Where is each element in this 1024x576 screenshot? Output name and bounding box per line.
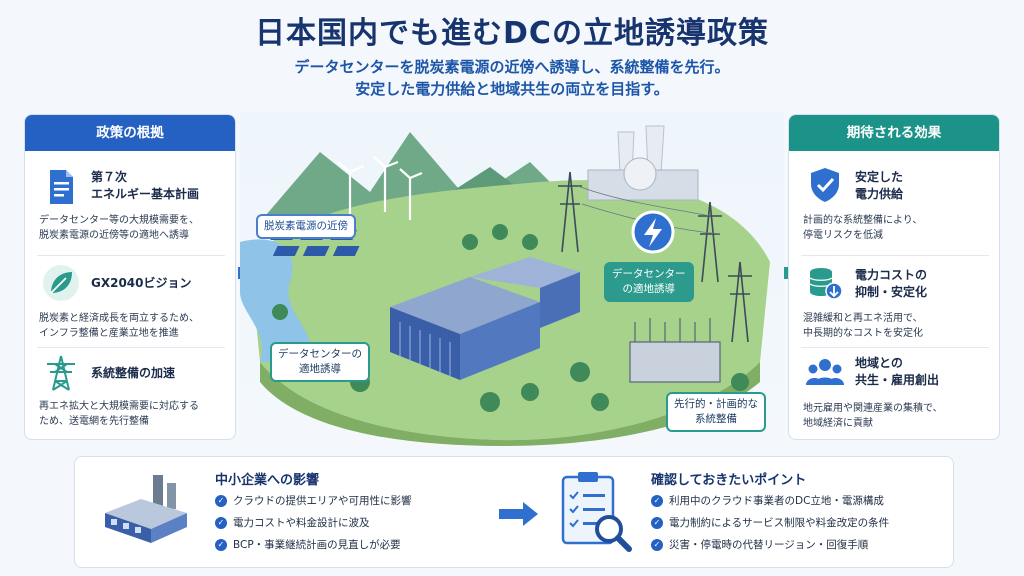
check-icon: ✓	[215, 495, 227, 507]
desc-line: ため、送電網を先行整備	[39, 416, 149, 427]
impact-item: ✓ クラウドの提供エリアや可用性に影響	[215, 493, 412, 509]
effect-item-title: 地域との 共生・雇用創出	[855, 355, 939, 389]
data-center-buildings	[390, 257, 580, 380]
title-line: 抑制・安定化	[855, 285, 928, 299]
impact-item-text: クラウドの提供エリアや可用性に影響	[233, 495, 412, 507]
impact-item-text: BCP・事業継続計画の見直しが必要	[233, 539, 401, 551]
effect-item-desc: 混雑緩和と再エネ活用で、 中長期的なコストを安定化	[803, 311, 995, 341]
wind-turbines	[337, 156, 423, 222]
title-line: 電力コストの	[855, 268, 928, 282]
impact-heading: 中小企業への影響	[215, 473, 320, 488]
callout-line: 先行的・計画的な	[674, 398, 758, 410]
callout-decarbonized-power: 脱炭素電源の近傍	[256, 214, 356, 239]
divider	[801, 255, 989, 256]
subtitle-line-2: 安定した電力供給と地域共生の両立を目指す。	[355, 80, 669, 98]
lightning-badge	[631, 210, 675, 254]
leaf-icon	[43, 265, 79, 301]
callout-dc-site-guidance-lower: データセンターの 適地誘導	[270, 342, 370, 382]
effect-item-desc: 計画的な系統整備により、 停電リスクを低減	[803, 213, 995, 243]
shield-check-icon	[811, 168, 839, 202]
callout-line: の適地誘導	[622, 283, 676, 295]
coins-icon	[809, 268, 843, 300]
factory-icon	[105, 475, 187, 543]
check-icon: ✓	[651, 495, 663, 507]
policy-item-title: GX2040ビジョン	[91, 276, 192, 290]
people-icon	[806, 359, 844, 385]
checkpoint-item: ✓ 電力制約によるサービス制限や料金改定の条件	[651, 515, 889, 531]
policy-item-desc: 脱炭素と経済成長を両立するため、 インフラ整備と産業立地を推進	[39, 311, 231, 341]
policy-item-desc: 再エネ拡大と大規模需要に対応する ため、送電網を先行整備	[39, 399, 231, 429]
callout-line: データセンター	[612, 268, 686, 280]
page-title: 日本国内でも進むDCの立地誘導政策	[255, 16, 769, 51]
transmission-pylons	[558, 171, 752, 343]
callout-dc-site-guidance-upper: データセンター の適地誘導	[604, 262, 694, 302]
subtitle-line-1: データセンターを脱炭素電源の近傍へ誘導し、系統整備を先行。	[294, 58, 730, 76]
desc-line: 脱炭素電源の近傍等の適地へ誘導	[39, 230, 189, 241]
effect-item-title: 電力コストの 抑制・安定化	[855, 267, 927, 301]
policy-basis-panel: 政策の根拠 第７次 エネルギー基本計画 データセンター等の大規模需要を、 脱炭素…	[24, 114, 236, 440]
callout-line: データセンターの	[278, 348, 362, 360]
clipboard-checklist-icon	[561, 472, 632, 552]
expected-effects-panel: 期待される効果 安定した 電力供給 計画的な系統整備により、 停電リスクを低減 …	[788, 114, 1000, 440]
title-line: 共生・雇用創出	[855, 373, 940, 387]
checkpoint-item: ✓ 災害・停電時の代替リージョン・回復手順	[651, 537, 868, 553]
document-icon	[50, 170, 73, 204]
checkpoint-item-text: 電力制約によるサービス制限や料金改定の条件	[669, 517, 890, 529]
checkpoint-item-text: 利用中のクラウド事業者のDC立地・電源構成	[669, 495, 884, 507]
checkpoint-item-text: 災害・停電時の代替リージョン・回復手順	[669, 539, 869, 551]
page-subtitle: データセンターを脱炭素電源の近傍へ誘導し、系統整備を先行。 安定した電力供給と地…	[0, 56, 1024, 100]
effect-item-title: 安定した 電力供給	[855, 169, 903, 203]
impact-item-text: 電力コストや料金設計に波及	[233, 517, 370, 529]
desc-line: 脱炭素と経済成長を両立するため、	[39, 313, 199, 324]
desc-line: 停電リスクを低減	[803, 230, 883, 241]
desc-line: インフラ整備と産業立地を推進	[39, 328, 179, 339]
expected-effects-heading: 期待される効果	[789, 115, 999, 151]
policy-basis-heading: 政策の根拠	[25, 115, 235, 151]
callout-line: 適地誘導	[299, 363, 341, 375]
desc-line: 計画的な系統整備により、	[803, 215, 923, 226]
desc-line: 地元雇用や関連産業の集積で、	[803, 403, 943, 414]
effect-item-desc: 地元雇用や関連産業の集積で、 地域経済に貢献	[803, 401, 995, 431]
power-tower-icon	[47, 355, 75, 391]
title-line: 電力供給	[855, 187, 904, 201]
divider	[37, 347, 225, 348]
check-icon: ✓	[651, 539, 663, 551]
callout-line: 系統整備	[695, 413, 737, 425]
divider	[37, 255, 225, 256]
checkpoint-item: ✓ 利用中のクラウド事業者のDC立地・電源構成	[651, 493, 884, 509]
callout-grid-development: 先行的・計画的な 系統整備	[666, 392, 766, 432]
impact-item: ✓ 電力コストや料金設計に波及	[215, 515, 370, 531]
arrow-right-icon	[499, 502, 538, 526]
policy-item-desc: データセンター等の大規模需要を、 脱炭素電源の近傍等の適地へ誘導	[39, 213, 231, 243]
desc-line: 地域経済に貢献	[803, 418, 873, 429]
title-line: エネルギー基本計画	[91, 187, 200, 201]
impact-item: ✓ BCP・事業継続計画の見直しが必要	[215, 537, 401, 553]
title-line: 地域との	[855, 356, 903, 370]
title-line: 第７次	[91, 170, 128, 184]
substation	[629, 318, 721, 383]
check-icon: ✓	[215, 517, 227, 529]
check-icon: ✓	[215, 539, 227, 551]
title-line: 安定した	[855, 170, 904, 184]
divider	[801, 347, 989, 348]
desc-line: 再エネ拡大と大規模需要に対応する	[39, 401, 199, 412]
checkpoints-heading: 確認しておきたいポイント	[651, 473, 807, 488]
sme-impact-panel: 中小企業への影響 ✓ クラウドの提供エリアや可用性に影響 ✓ 電力コストや料金設計に…	[74, 456, 954, 568]
desc-line: 中長期的なコストを安定化	[803, 328, 923, 339]
desc-line: データセンター等の大規模需要を、	[39, 215, 199, 226]
policy-item-title: 第７次 エネルギー基本計画	[91, 169, 199, 203]
check-icon: ✓	[651, 517, 663, 529]
river	[240, 239, 312, 362]
desc-line: 混雑緩和と再エネ活用で、	[803, 313, 923, 324]
policy-item-title: 系統整備の加速	[91, 366, 176, 380]
